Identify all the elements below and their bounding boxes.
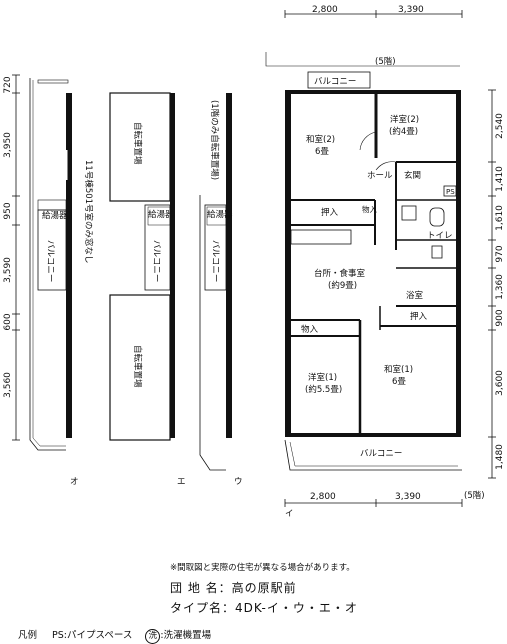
room-yoshitsu1-name: 洋室(1) <box>308 372 337 383</box>
right-dim-6: 900 <box>495 309 505 326</box>
room-washitsu2-name: 和室(2) <box>306 134 335 145</box>
room-mono-top: 物入 <box>362 204 377 214</box>
balcony-bottom-label: バルコニー <box>360 449 402 459</box>
type-name: 4DK-イ・ウ・エ・オ <box>235 601 358 615</box>
left-dim-6: 3,560 <box>3 372 13 398</box>
legend-wash: :洗濯機置場 <box>160 630 212 641</box>
top-dimension-line <box>284 10 463 18</box>
room-ps: PS <box>446 188 455 196</box>
disclaimer-note: ※間取図と実際の住宅が異なる場合があります。 <box>170 563 355 573</box>
legend: 凡例 PS:パイプスペース 洗:洗濯機置場 <box>18 627 211 644</box>
left-dim-4: 3,590 <box>3 257 13 283</box>
right-dim-5: 1,360 <box>495 274 505 300</box>
room-yoshitsu1-size: (約5.5畳) <box>305 384 342 395</box>
balcony-label-e: バルコニー <box>151 240 161 282</box>
left-dim-5: 600 <box>3 313 13 330</box>
bottom-dimension-line <box>284 499 463 507</box>
right-dim-4: 970 <box>495 245 505 262</box>
balcony-top-label: バルコニー <box>314 77 356 87</box>
room-bath: 浴室 <box>406 290 424 301</box>
room-dk-name: 台所・食事室 <box>314 268 366 279</box>
complex-name-row: 団 地 名：高の原駅前 <box>170 579 297 596</box>
bicycle-parking-label-e2: 自転車置場 <box>132 345 143 388</box>
room-washitsu2-size: 6畳 <box>315 147 329 157</box>
type-letter-o: オ <box>70 477 79 487</box>
washer-symbol-icon: 洗 <box>145 629 161 644</box>
balcony-label-u: バルコニー <box>210 240 220 282</box>
top-dim-2: 3,390 <box>398 5 424 15</box>
side-unit-u <box>199 93 232 471</box>
left-dimension-line <box>12 74 20 441</box>
water-heater-label-u: 給湯器 <box>207 209 233 220</box>
right-dim-2: 1,410 <box>495 166 505 192</box>
right-dimension-line <box>488 89 496 479</box>
type-label: タイプ名： <box>170 601 236 615</box>
room-toilet: トイレ <box>427 231 453 241</box>
type-letter-u: ウ <box>234 477 243 487</box>
right-dim-1: 2,540 <box>495 113 505 139</box>
left-dim-1: 720 <box>3 76 13 93</box>
water-heater-label-e: 給湯器 <box>148 209 174 220</box>
bicycle-parking-label-e1: 自転車置場 <box>132 122 143 165</box>
note-11-501: 11号棟501号室のみ窓なし <box>83 160 94 264</box>
top-dim-1: 2,800 <box>312 5 338 15</box>
complex-label: 団 地 名： <box>170 581 232 595</box>
type-name-row: タイプ名：4DK-イ・ウ・エ・オ <box>170 599 358 616</box>
side-unit-e <box>109 92 175 441</box>
room-oshiire-top: 押入 <box>321 207 339 218</box>
floor-label-bottom: (5階) <box>464 490 485 501</box>
right-dim-8: 1,480 <box>495 444 505 470</box>
right-dim-7: 3,600 <box>495 370 505 396</box>
left-dim-2: 3,950 <box>3 132 13 158</box>
first-floor-note: (1階のみ自転車置場) <box>209 100 220 180</box>
room-washitsu1-name: 和室(1) <box>384 364 413 375</box>
side-unit-o <box>29 78 72 451</box>
balcony-label-o: バルコニー <box>45 240 55 282</box>
legend-label: 凡例 <box>18 630 38 641</box>
room-yoshitsu2-size: (約4畳) <box>389 126 418 137</box>
bottom-dim-2: 3,390 <box>395 492 421 502</box>
room-hall: ホール <box>367 171 393 181</box>
room-genkan: 玄関 <box>404 170 421 181</box>
complex-name: 高の原駅前 <box>231 581 297 595</box>
type-letter-i: イ <box>285 509 294 519</box>
room-oshiire-mid: 押入 <box>410 311 428 322</box>
room-mono-mid: 物入 <box>301 324 319 335</box>
bottom-dim-1: 2,800 <box>310 492 336 502</box>
type-letter-e: エ <box>177 477 186 487</box>
room-dk-size: (約9畳) <box>328 280 357 291</box>
room-yoshitsu2-name: 洋室(2) <box>390 114 419 125</box>
legend-ps: PS:パイプスペース <box>52 630 133 641</box>
left-dim-3: 950 <box>3 202 13 219</box>
water-heater-label-o: 給湯器 <box>42 210 68 221</box>
right-dim-3: 1,610 <box>495 205 505 231</box>
floor-label-top: (5階) <box>375 56 396 67</box>
main-unit-walls <box>265 52 462 471</box>
room-washitsu1-size: 6畳 <box>392 377 406 387</box>
